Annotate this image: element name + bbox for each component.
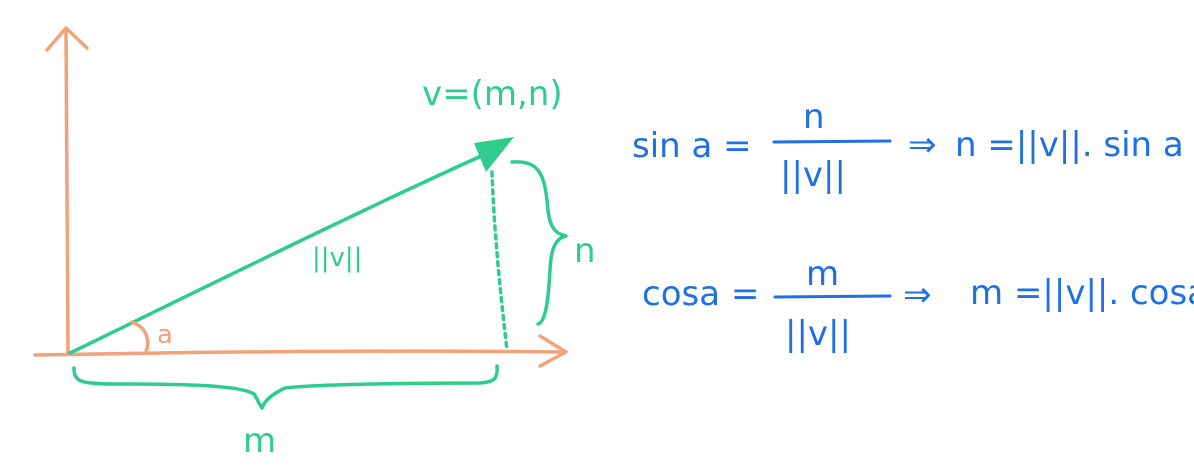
- norm-label: ||v||: [312, 243, 362, 273]
- cos-implies-arrow: ⇒: [903, 275, 932, 315]
- brace-n: [510, 160, 568, 326]
- cos-equation: cosa = m ||v|| ⇒ m =||v||. cosa: [642, 254, 1194, 354]
- cos-numerator: m: [806, 254, 839, 294]
- sin-implies-arrow: ⇒: [908, 125, 937, 165]
- sin-numerator: n: [803, 97, 825, 137]
- angle-arc: [130, 320, 150, 354]
- sin-lhs: sin a =: [632, 126, 752, 166]
- sin-denominator: ||v||: [780, 155, 846, 195]
- cos-denominator: ||v||: [785, 314, 851, 354]
- cos-lhs: cosa =: [642, 274, 759, 314]
- vector-line: [68, 150, 492, 355]
- x-axis: [33, 349, 566, 357]
- axes: [33, 26, 568, 368]
- vector-arrowhead: [474, 137, 514, 172]
- projection-line: [490, 170, 509, 352]
- cos-result: m =||v||. cosa: [970, 273, 1194, 313]
- cos-fraction-bar: [773, 294, 892, 299]
- angle-label: a: [157, 320, 173, 350]
- vector-v: [68, 137, 514, 355]
- vector-label: v=(m,n): [422, 74, 563, 114]
- brace-m: [72, 364, 499, 410]
- y-axis: [64, 28, 70, 355]
- sin-fraction-bar: [772, 139, 892, 144]
- x-axis-arrowhead: [538, 334, 568, 368]
- adjacent-label: m: [243, 421, 276, 461]
- sin-equation: sin a = n ||v|| ⇒ n =||v||. sin a: [632, 97, 1184, 195]
- opposite-label: n: [574, 231, 596, 271]
- sin-result: n =||v||. sin a: [955, 125, 1184, 165]
- y-axis-arrowhead: [45, 26, 89, 52]
